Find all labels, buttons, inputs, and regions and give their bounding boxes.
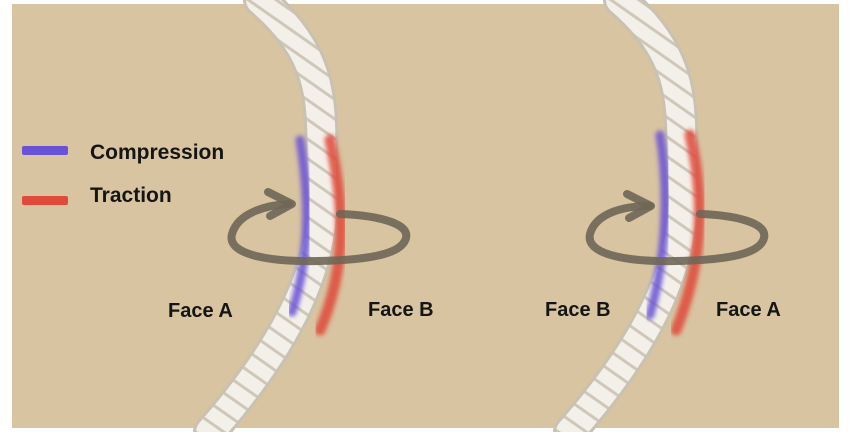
left-panel-left-face-label: Face A [168, 300, 233, 323]
left-rope-group [210, 0, 406, 432]
traction-swatch [22, 196, 68, 205]
right-panel-right-face-label: Face A [716, 299, 781, 322]
compression-swatch [22, 146, 68, 155]
right-panel-left-face-label: Face B [545, 299, 611, 322]
left-panel-right-face-label: Face B [368, 299, 434, 322]
compression-label: Compression [90, 141, 224, 165]
traction-label: Traction [90, 184, 172, 208]
right-rope-group [570, 0, 764, 432]
